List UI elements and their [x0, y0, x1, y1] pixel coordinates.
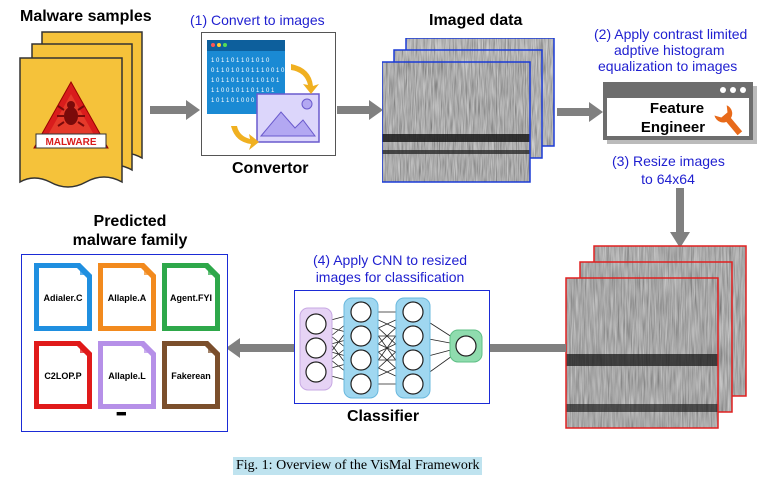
curved-arrow-icon: [231, 64, 319, 150]
imaged-data-stack: [382, 38, 555, 183]
family-file-c2lop-p: C2LOP.P: [34, 341, 92, 409]
figure-caption: Fig. 1: Overview of the VisMal Framework: [233, 457, 483, 475]
predicted-families-panel: Adialer.C Allaple.A Agent.FYI C2LOP.P Allapl…: [21, 254, 228, 432]
neuron-node: [350, 325, 372, 347]
warning-sign-icon: MALWARE: [33, 80, 109, 149]
resize-line-1: (3) Resize images: [612, 153, 725, 169]
predicted-line-2: malware family: [72, 232, 188, 249]
neuron-node: [350, 301, 372, 323]
family-name: C2LOP.P: [44, 371, 81, 381]
cnn-line-1: (4) Apply CNN to resized: [312, 252, 468, 268]
more-families-indicator: ▪▪▪: [116, 405, 127, 421]
feature-engineer-line-2: Engineer: [641, 119, 705, 136]
binary-line: 1 1 0 0 1 0 1 1 0 1 1 0 1: [211, 88, 275, 94]
svg-text:1 0 1 1 0 1 1 0 1 0 1 00 1 1 0: 1 0 1 1 0 1 1 0 1 0 1 0 0 1 1 0 1 0 1 0 1…: [211, 58, 285, 104]
neuron-node: [305, 361, 327, 383]
clahe-line-1: (2) Apply contrast limited: [594, 26, 748, 42]
resize-line-2: to 64x64: [641, 171, 695, 187]
clahe-line-2: adptive histogram: [614, 42, 725, 58]
family-name: Allaple.L: [108, 371, 146, 381]
predicted-line-1: Predicted: [93, 213, 167, 230]
neuron-node: [350, 349, 372, 371]
arrow-to-convertor: [150, 100, 200, 120]
family-file-adialer-c: Adialer.C: [34, 263, 92, 331]
resized-images-stack: [565, 245, 747, 429]
imaged-sample-1: [382, 61, 531, 183]
predicted-label: Predicted malware family: [40, 212, 220, 250]
arrow-to-predicted: [226, 338, 294, 358]
clahe-line-3: equalization to images: [598, 58, 738, 74]
feature-engineer-box: Feature Engineer: [603, 82, 757, 144]
family-file-allaple-a: Allaple.A: [98, 263, 156, 331]
neuron-node: [305, 337, 327, 359]
resized-sample-1: [565, 277, 719, 429]
arrow-to-imaged-data: [337, 100, 383, 120]
family-file-fakerean: Fakerean: [162, 341, 220, 409]
binary-line: 0 1 1 0 1 0 1 0 1 1 1 0 0 1 0: [211, 68, 285, 74]
resize-step-label: (3) Resize images to 64x64: [612, 152, 725, 188]
cnn-classifier-diagram: [294, 290, 490, 404]
neuron-node: [402, 373, 424, 395]
clahe-step-label: (2) Apply contrast limited adptive histo…: [594, 26, 759, 74]
binary-line: 1 0 1 1 0 1 1 0 1 0 1 0: [211, 58, 270, 64]
family-name: Agent.FYI: [170, 293, 212, 303]
cnn-line-2: images for classification: [315, 269, 465, 285]
wrench-icon: [714, 105, 743, 136]
imaged-data-label: Imaged data: [429, 12, 523, 29]
convertor-box: 1 0 1 1 0 1 1 0 1 0 1 0 0 1 1 0 1 0 1 0 1…: [201, 32, 336, 156]
hidden-layer-1: [343, 297, 379, 399]
feature-engineer-line-1: Feature: [650, 100, 704, 117]
family-file-agent-fyi: Agent.FYI: [162, 263, 220, 331]
neuron-node: [350, 373, 372, 395]
arrow-to-resized-images: [670, 188, 690, 248]
neuron-node: [305, 313, 327, 335]
family-name: Adialer.C: [43, 293, 83, 303]
bug-icon: [57, 101, 85, 127]
malware-samples-label: Malware samples: [20, 8, 152, 25]
family-name: Fakerean: [171, 371, 211, 381]
family-file-icons: Adialer.C Allaple.A Agent.FYI C2LOP.P Allapl…: [34, 263, 220, 409]
malware-samples-icon: MALWARE: [19, 31, 143, 188]
malware-badge-text: MALWARE: [45, 137, 96, 148]
convert-step-label: (1) Convert to images: [190, 12, 325, 28]
neuron-node: [455, 335, 477, 357]
binary-line: 1 0 1 1 0 1 1 0 1 1 0 1 0 1: [211, 78, 280, 84]
arrow-to-classifier: [490, 344, 566, 352]
neuron-node: [402, 349, 424, 371]
neuron-node: [402, 325, 424, 347]
hidden-layer-2: [395, 297, 431, 399]
convertor-label: Convertor: [232, 160, 309, 177]
image-icon: [256, 93, 320, 143]
binary-line: 1 0 1 1 0 1 0 0 0 1: [211, 98, 260, 104]
family-name: Allaple.A: [108, 293, 147, 303]
neuron-node: [402, 301, 424, 323]
classifier-label: Classifier: [347, 408, 420, 425]
arrow-to-feature-engineer: [557, 102, 603, 122]
cnn-step-label: (4) Apply CNN to resized images for clas…: [305, 252, 475, 286]
family-file-allaple-l: Allaple.L: [98, 341, 156, 409]
